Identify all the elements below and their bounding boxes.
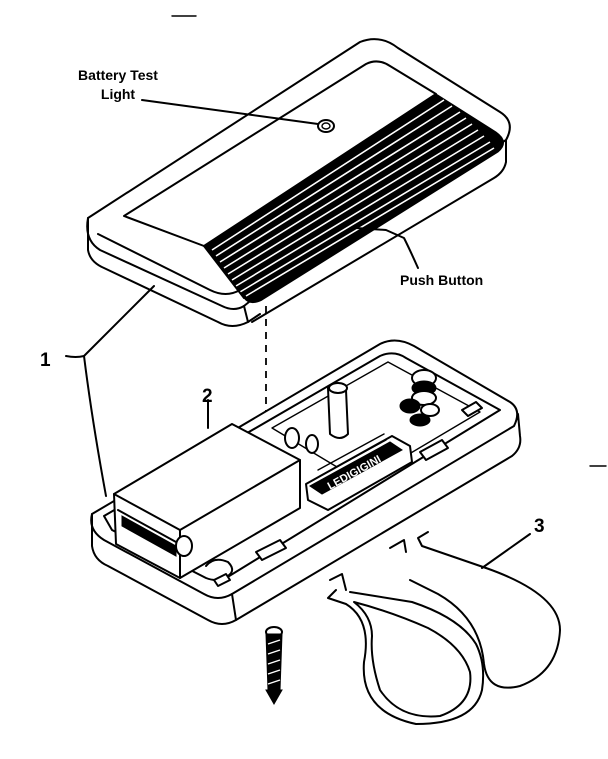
battery xyxy=(113,423,301,579)
transmitter-cover xyxy=(86,38,511,327)
spring-component xyxy=(399,369,440,427)
battery-test-light xyxy=(317,119,335,133)
transmitter-base: LEDIGIGINI xyxy=(90,339,522,625)
push-button-label: Push Button xyxy=(400,272,483,288)
callout-3: 3 xyxy=(534,516,545,537)
battery-test-light-label: Battery Test xyxy=(78,67,158,83)
mounting-screw xyxy=(265,626,283,706)
battery-test-light-label-line2: Light xyxy=(101,86,136,102)
callout-1: 1 xyxy=(40,350,51,371)
push-button xyxy=(203,93,504,304)
visor-clip xyxy=(327,531,561,725)
leader-lines xyxy=(65,99,531,569)
callout-2: 2 xyxy=(202,386,213,407)
